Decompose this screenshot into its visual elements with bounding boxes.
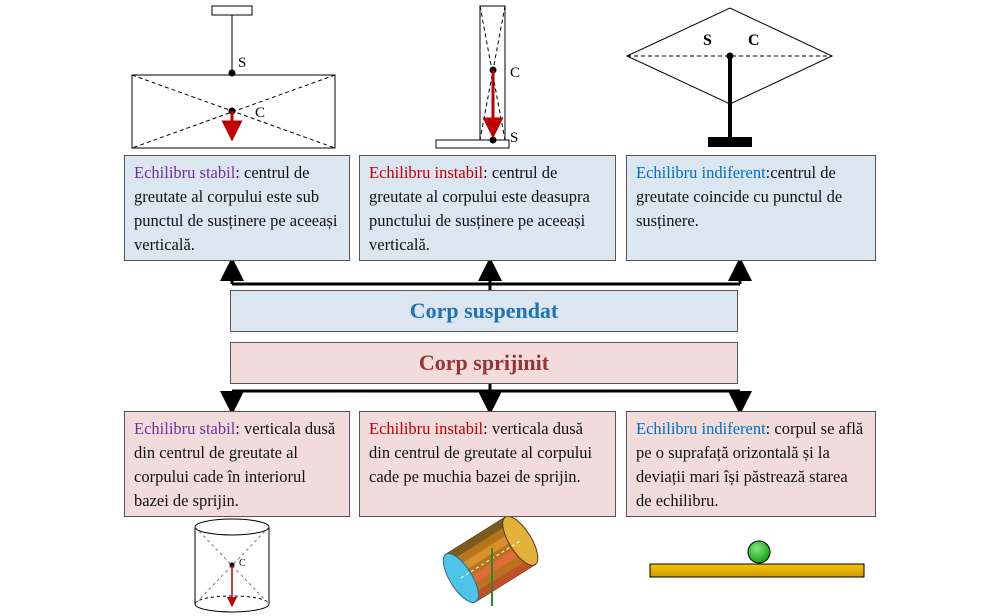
box-supported-indifferent: Echilibru indiferent: corpul se află pe … [626,411,876,517]
stripe-2 [454,530,519,575]
box-suspended-stable: Echilibru stabil: centrul de greutate al… [124,155,350,261]
description: :centrul de greutate coincide cu punctul… [636,163,843,230]
figure-indifferent-ball [649,540,865,578]
label-s: S [238,55,246,71]
box-supported-unstable: Echilibru instabil: verticala dusă din c… [359,411,616,517]
label-c: C [510,65,520,81]
band-corp-suspendat: Corp suspendat [230,290,738,332]
description: : verticala dusă din centrul de greutate… [134,419,336,510]
band-corp-sprijinit: Corp sprijinit [230,342,738,384]
box-suspended-unstable: Echilibru instabil: centrul de greutate … [359,155,616,261]
heading-indifferent: Echilibru indiferent [636,163,766,182]
cylinder-bottom-front [194,603,270,613]
box-suspended-indifferent: Echilibru indiferent:centrul de greutate… [626,155,876,261]
cylinder-end [502,515,539,566]
label-c: C [239,558,246,569]
horizontal-surface [649,563,865,578]
support-bar [211,5,253,16]
figure-stable-cylinder: C [194,518,270,613]
base-plate [435,139,510,149]
cylinder-top [194,518,270,536]
heading-indifferent: Echilibru indiferent [636,419,766,438]
box-supported-stable: Echilibru stabil: verticala dusă din cen… [124,411,350,517]
figure-indifferent-suspended: S C [625,7,834,147]
figure-unstable-suspended: C S [435,5,520,149]
support-point [726,52,734,60]
description: : centrul de greutate al corpului este d… [369,163,590,254]
heading-stable: Echilibru stabil [134,419,236,438]
stripe-1 [446,517,510,561]
support-point [489,136,497,144]
label-s: S [510,130,518,146]
heading-unstable: Echilibru instabil [369,163,484,182]
ball [747,540,771,564]
description: : verticala dusă din centrul de greutate… [369,419,593,486]
figure-stable-suspended: S C [131,5,336,149]
connector-top [220,257,752,290]
connector-bottom [220,384,752,415]
stripe-4 [471,557,536,602]
label-s: S [703,32,712,49]
suspension-point [228,69,236,77]
heading-unstable: Echilibru instabil [369,419,484,438]
cylinder-bottom-back [194,595,270,605]
stand-base [708,137,752,147]
label-c: C [748,32,760,49]
description: : centrul de greutate al corpului este s… [134,163,338,254]
heading-stable: Echilibru stabil [134,163,236,182]
label-c: C [255,105,265,121]
figure-unstable-tilted-cylinder [442,515,539,603]
description: : corpul se află pe o suprafață orizonta… [636,419,864,510]
stripe-3 [462,544,527,589]
